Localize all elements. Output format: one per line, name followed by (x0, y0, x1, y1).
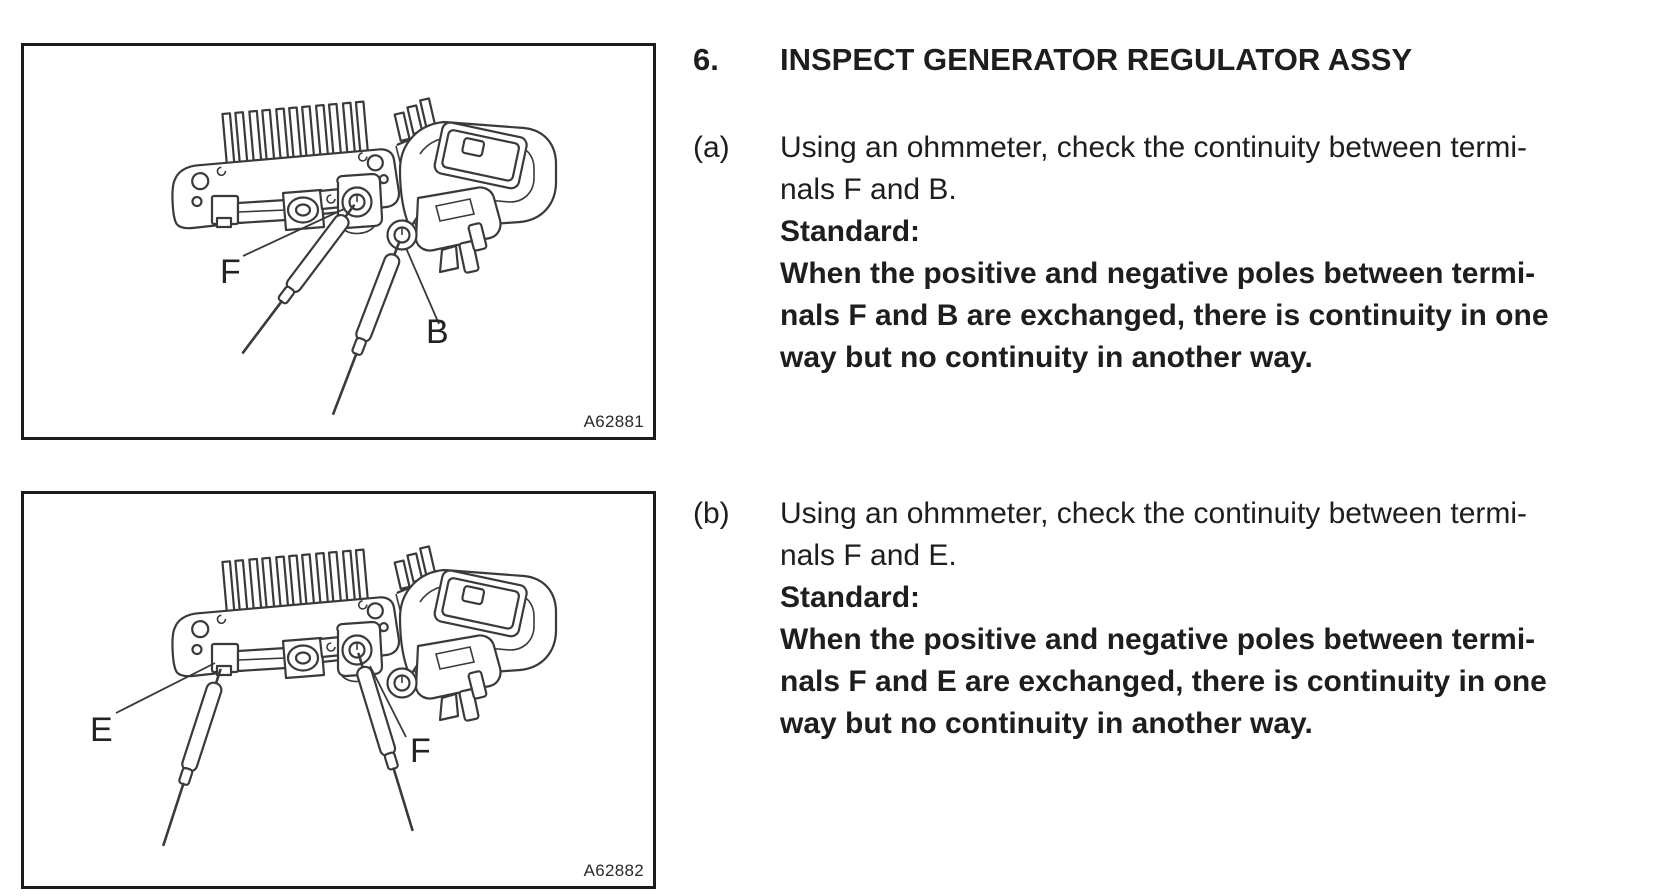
figure-code: A62881 (583, 412, 644, 431)
standard-line: When the positive and negative poles bet… (780, 623, 1536, 656)
standard-line: nals F and B are exchanged, there is con… (780, 299, 1549, 332)
standard-line: nals F and E are exchanged, there is con… (780, 665, 1547, 698)
terminal-label-f: F (410, 732, 431, 770)
body-line: Using an ohmmeter, check the continuity … (780, 497, 1528, 530)
instruction-item-b: (b) Using an ohmmeter, check the continu… (693, 493, 1549, 745)
body-line: nals F and B. (780, 173, 957, 206)
probe-on-terminal-b (325, 237, 408, 418)
terminal-label-f: F (220, 253, 241, 291)
standard-line: way but no continuity in another way. (780, 707, 1313, 740)
body-line: Using an ohmmeter, check the continuity … (780, 131, 1528, 164)
standard-line: When the positive and negative poles bet… (780, 257, 1536, 290)
standard-label: Standard: (780, 215, 921, 248)
regulator-diagram-a: F B (164, 95, 558, 418)
body-line: nals F and E. (780, 539, 957, 572)
instruction-column: 6. INSPECT GENERATOR REGULATOR ASSY (a) … (693, 40, 1549, 745)
section-heading: 6. INSPECT GENERATOR REGULATOR ASSY (693, 40, 1549, 80)
terminal-label-b: B (426, 313, 449, 351)
regulator-diagram-b: E F (90, 543, 558, 849)
item-body: Using an ohmmeter, check the continuity … (780, 493, 1547, 745)
regulator-assembly (164, 95, 558, 275)
figure-panel-b: E F A62882 (21, 491, 656, 889)
leader-line-e (115, 662, 216, 714)
leader-line-f (369, 665, 407, 738)
standard-line: way but no continuity in another way. (780, 341, 1313, 374)
item-body: Using an ohmmeter, check the continuity … (780, 127, 1549, 379)
terminal-label-e: E (90, 711, 113, 749)
leader-line-f (242, 208, 345, 257)
probe-on-terminal-e (155, 666, 229, 849)
section-title: INSPECT GENERATOR REGULATOR ASSY (780, 42, 1413, 77)
item-marker: (a) (693, 131, 730, 164)
standard-label: Standard: (780, 581, 921, 614)
regulator-assembly (164, 543, 558, 723)
figure-panel-a: F B A62881 (21, 43, 656, 440)
instruction-item-a: (a) Using an ohmmeter, check the continu… (693, 127, 1549, 379)
item-marker: (b) (693, 497, 730, 530)
figure-code: A62882 (583, 861, 644, 880)
leader-line-b (405, 247, 440, 325)
section-number: 6. (693, 42, 719, 77)
